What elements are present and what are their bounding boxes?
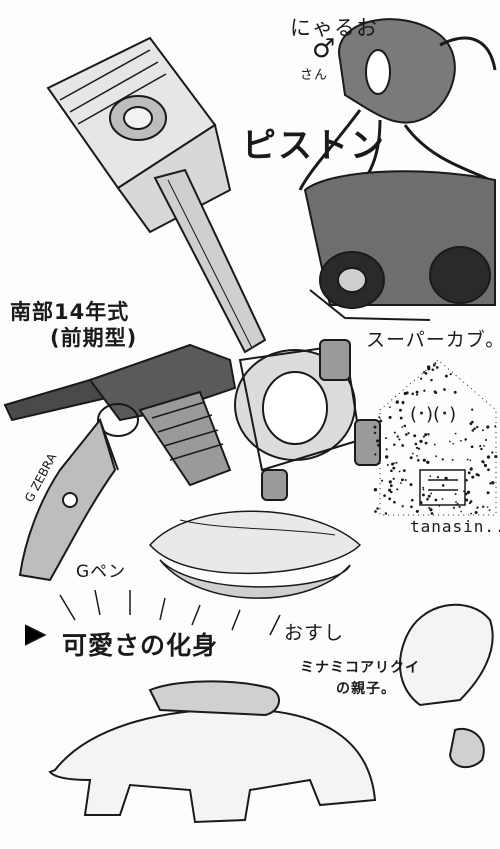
label-nyaruo: にゃるお (290, 16, 378, 40)
sushi-drawing (148, 510, 362, 599)
label-piston: ピストン (242, 126, 386, 166)
label-anteater-family: の親子。 (336, 681, 396, 697)
g-pen-drawing (18, 417, 119, 582)
label-g-pen: Gペン (76, 562, 127, 582)
tanasin-stipple (373, 362, 498, 515)
label-san: さん (300, 68, 329, 83)
label-tanasin: tanasin... (410, 517, 500, 536)
tanasin-drawing (379, 359, 497, 516)
label-gun-name: 南部14年式 (10, 300, 130, 324)
label-super-cub: スーパーカブ。 (366, 329, 500, 351)
label-kawaisa: 可愛さの化身 (62, 631, 219, 660)
creature-on-scooter-drawing (298, 18, 497, 321)
label-mars-symbol: ♂ (312, 34, 336, 64)
emphasis-lines (24, 589, 281, 646)
label-oshushi: おすし (284, 622, 345, 644)
label-tanasin-face: (･)(･) (410, 404, 457, 425)
label-gun-type: (前期型) (50, 326, 138, 350)
pistol-drawing (3, 343, 237, 487)
label-anteater-name: ミナミコアリクイ (300, 660, 420, 676)
piston-drawing (46, 36, 381, 501)
anteaters-drawing (48, 603, 494, 824)
